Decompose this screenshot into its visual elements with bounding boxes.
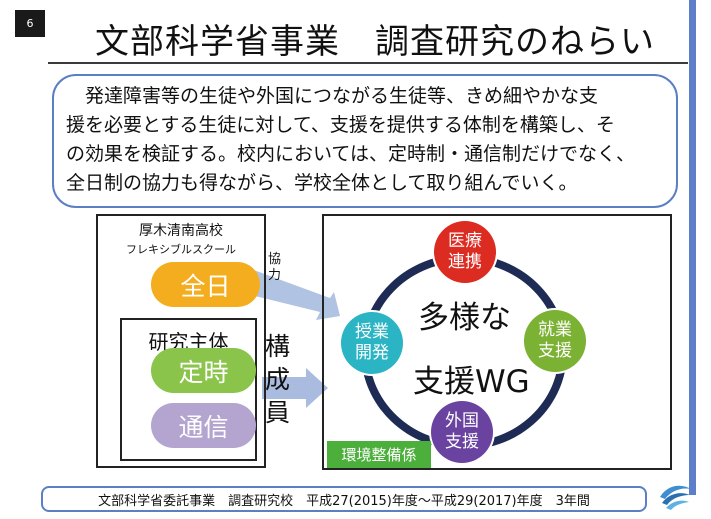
node-label: 授業	[355, 322, 389, 342]
node-foreign-support: 外国 支援	[431, 401, 493, 463]
node-label: 医療	[448, 231, 482, 251]
node-label: 就業	[538, 320, 572, 340]
intro-line-3: の効果を検証する。校内においては、定時制・通信制だけでなく、	[66, 143, 636, 165]
school-name: 厚木清南高校	[139, 223, 223, 239]
slide-number: 6	[15, 10, 45, 37]
intro-line-4: 全日制の協力も得ながら、学校全体として取り組んでいく。	[66, 172, 578, 194]
intro-callout: 発達障害等の生徒や外国につながる生徒等、きめ細やかな支 援を必要とする生徒に対し…	[52, 74, 678, 208]
slide-title: 文部科学省事業 調査研究のねらい	[95, 22, 655, 62]
zennichi-pill: 全日	[151, 262, 260, 307]
node-label: 連携	[448, 252, 482, 272]
support-wg-panel	[322, 214, 672, 470]
node-medical-collaboration: 医療 連携	[434, 221, 496, 283]
kouseiin-label: 構成員	[265, 332, 291, 427]
kyoryoku-label: 協力	[268, 252, 282, 283]
node-employment-support: 就業 支援	[524, 310, 586, 372]
wave-logo-icon	[660, 485, 691, 510]
school-panel: 厚木清南高校 フレキシブルスクール	[96, 214, 266, 468]
node-label: 支援	[445, 432, 479, 452]
tsushin-pill: 通信	[151, 403, 256, 448]
intro-line-2: 援を必要とする生徒に対して、支援を提供する体制を構築し、そ	[66, 114, 615, 136]
node-lesson-development: 授業 開発	[341, 312, 403, 374]
intro-line-1: 発達障害等の生徒や外国につながる生徒等、きめ細やかな支	[66, 85, 599, 107]
school-subtitle: フレキシブルスクール	[126, 243, 236, 256]
side-accent-bar	[689, 0, 696, 495]
node-label: 支援	[538, 341, 572, 361]
wg-title-line-2: 支援WG	[413, 364, 530, 400]
node-label: 開発	[355, 343, 389, 363]
teiji-pill: 定時	[151, 348, 256, 393]
title-divider	[48, 62, 688, 64]
environment-tag: 環境整備係	[327, 441, 431, 468]
wg-title-line-1: 多様な	[418, 300, 511, 336]
footer-caption: 文部科学省委託事業 調査研究校 平成27(2015)年度～平成29(2017)年…	[41, 486, 647, 512]
node-label: 外国	[445, 411, 479, 431]
